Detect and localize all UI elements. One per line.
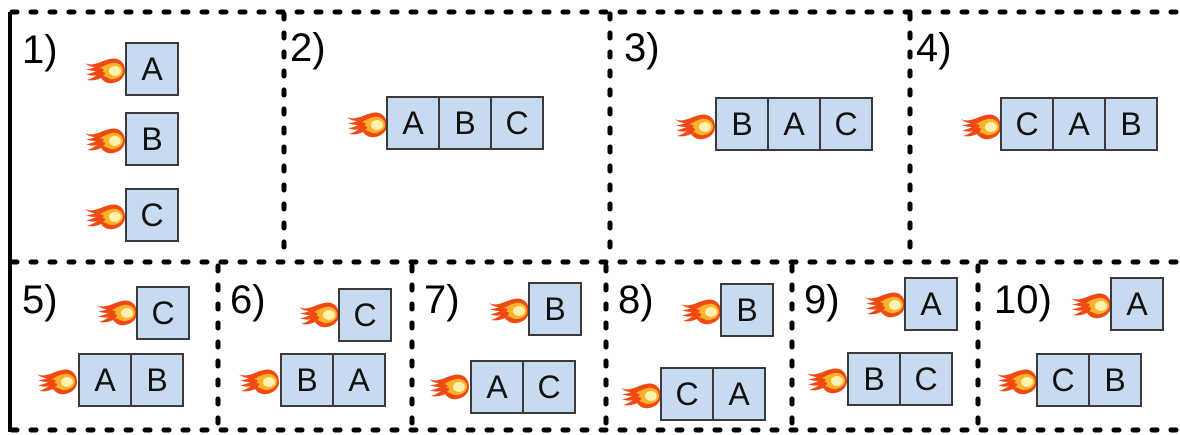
stack-p5-0: C [136,286,190,340]
stack-p1-2: C [125,188,179,242]
block-label: C [522,360,576,414]
block-label: C [1000,97,1054,151]
block-label: C [1036,353,1090,407]
panel-4-label: 4) [916,26,952,70]
flame-icon [36,367,78,397]
block-label: B [1088,353,1142,407]
block-label: A [332,353,386,407]
stack-p2-0: A B C [386,96,544,150]
block-label: C [899,352,953,406]
stack-p4-0: C A B [1000,97,1158,151]
stack-p6-1: B A [280,353,386,407]
block-label: C [125,188,179,242]
block-label: B [438,96,492,150]
flame-icon [620,381,662,411]
flame-icon [298,300,340,330]
block-label: A [1052,97,1106,151]
block-label: A [1110,277,1164,331]
stack-p10-1: C B [1036,353,1142,407]
stack-p7-0: B [528,282,582,336]
stack-p10-0: A [1110,277,1164,331]
block-label: B [847,352,901,406]
stack-p8-1: C A [660,367,766,421]
block-label: B [720,283,774,337]
flame-icon [428,372,470,402]
flame-icon [674,112,716,142]
flame-icon [996,367,1038,397]
stack-p1-1: B [125,112,179,166]
block-label: C [136,286,190,340]
block-label: B [1104,97,1158,151]
stack-p9-1: B C [847,352,953,406]
block-label: B [715,97,769,151]
flame-icon [84,202,126,232]
block-label: A [712,367,766,421]
flame-icon [84,126,126,156]
flame-icon [960,112,1002,142]
block-label: A [125,42,179,96]
flame-icon [488,296,530,326]
stack-p7-1: A C [470,360,576,414]
block-label: C [490,96,544,150]
block-label: C [660,367,714,421]
flame-icon [1070,291,1112,321]
block-label: A [386,96,440,150]
block-label: B [528,282,582,336]
panel-10-label: 10) [994,278,1052,322]
block-label: C [819,97,873,151]
block-label: B [130,353,184,407]
stack-p1-0: A [125,42,179,96]
stack-p6-0: C [338,288,392,342]
panel-8-label: 8) [618,278,654,322]
panel-6-label: 6) [230,278,266,322]
panel-5-label: 5) [22,278,58,322]
flame-icon [680,297,722,327]
flame-icon [96,298,138,328]
block-label: C [338,288,392,342]
panel-3-label: 3) [624,26,660,70]
flame-icon [346,110,388,140]
flame-icon [238,367,280,397]
panel-2-label: 2) [290,26,326,70]
stack-p3-0: B A C [715,97,873,151]
panel-1-label: 1) [22,28,58,72]
stack-p8-0: B [720,283,774,337]
flame-icon [84,56,126,86]
block-label: A [470,360,524,414]
panel-9-label: 9) [804,278,840,322]
block-label: A [78,353,132,407]
block-label: A [767,97,821,151]
stack-p5-1: A B [78,353,184,407]
block-label: A [904,277,958,331]
flame-icon [864,290,906,320]
panel-7-label: 7) [424,278,460,322]
flame-icon [806,366,848,396]
block-label: B [125,112,179,166]
block-label: B [280,353,334,407]
stack-p9-0: A [904,277,958,331]
